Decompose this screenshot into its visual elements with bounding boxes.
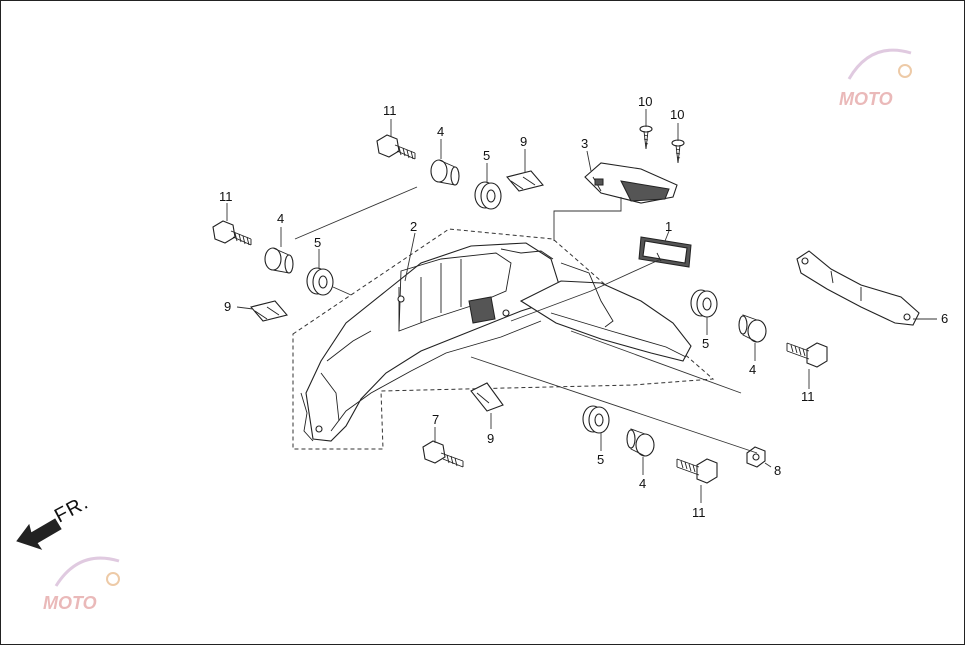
part-6-bracket xyxy=(796,250,920,326)
grommet-5-left xyxy=(306,267,334,296)
leader-lines xyxy=(226,109,937,503)
collar-4-left xyxy=(264,247,294,274)
callout-3: 3 xyxy=(581,136,588,151)
bolt-11-top xyxy=(376,134,416,160)
callout-9-top: 9 xyxy=(520,134,527,149)
clip-nut-9-top xyxy=(506,170,544,192)
collar-4-right xyxy=(738,314,767,343)
svg-text:MOTO: MOTO xyxy=(839,89,893,109)
callout-1: 1 xyxy=(665,219,672,234)
callout-5-right: 5 xyxy=(702,336,709,351)
collar-4-top xyxy=(430,159,460,186)
callout-9-bottom: 9 xyxy=(487,431,494,446)
callout-10-right: 10 xyxy=(670,107,684,122)
nut-8 xyxy=(746,446,766,468)
callout-4-left: 4 xyxy=(277,211,284,226)
callout-5-left: 5 xyxy=(314,235,321,250)
callout-4-right: 4 xyxy=(749,362,756,377)
callout-10-left: 10 xyxy=(638,94,652,109)
grommet-5-right xyxy=(690,289,718,318)
part-3-cover xyxy=(584,162,678,204)
callout-2: 2 xyxy=(410,219,417,234)
svg-text:MOTO: MOTO xyxy=(43,593,97,613)
bolt-11-right xyxy=(786,342,828,368)
callout-8: 8 xyxy=(774,463,781,478)
grommet-5-top xyxy=(474,181,502,210)
callout-4-bottom: 4 xyxy=(639,476,646,491)
clip-nut-9-bottom xyxy=(470,382,504,412)
collar-4-bottom xyxy=(626,428,655,457)
callout-11-top: 11 xyxy=(383,103,397,118)
part-1-plate xyxy=(638,236,692,268)
screw-10-right xyxy=(671,139,685,164)
watermark-logo-top: MOTO xyxy=(839,48,912,109)
callout-11-left: 11 xyxy=(219,189,233,204)
watermark-logo-bottom: MOTO xyxy=(43,556,120,613)
clip-nut-9-left xyxy=(250,300,288,322)
callout-5-top: 5 xyxy=(483,148,490,163)
callout-7: 7 xyxy=(432,412,439,427)
bolt-7 xyxy=(422,440,464,468)
callout-11-bottom: 11 xyxy=(692,505,706,520)
callout-5-bottom: 5 xyxy=(597,452,604,467)
grommet-5-bottom xyxy=(582,405,610,434)
callout-6: 6 xyxy=(941,311,948,326)
fender-group-boundary xyxy=(292,228,715,450)
bolt-11-left xyxy=(212,220,252,246)
front-direction-arrow: FR. xyxy=(16,491,92,550)
callout-9-left: 9 xyxy=(224,299,231,314)
callout-11-right: 11 xyxy=(801,389,815,404)
callout-4-top: 4 xyxy=(437,124,444,139)
callout-labels: 1 2 3 4 4 4 4 5 5 5 5 6 7 8 9 9 9 10 10 … xyxy=(219,94,948,520)
screw-10-left xyxy=(639,125,653,150)
bolt-11-bottom xyxy=(676,458,718,484)
